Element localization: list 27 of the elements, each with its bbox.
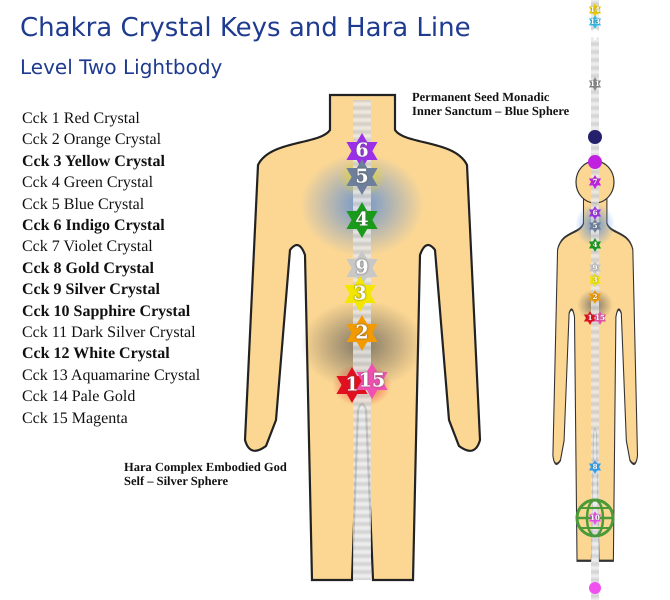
star-number: 1 [345, 374, 359, 396]
crystal-list-item: Cck 10 Sapphire Crystal [22, 302, 190, 320]
annotation-text: Permanent Seed Monadic Inner Sanctum – Blue Sphere [412, 91, 570, 118]
crystal-list-item: Cck 8 Gold Crystal [22, 260, 154, 278]
annotation-text: Hara Complex Embodied God Self – Silver Sphere [124, 461, 288, 488]
subtitle: Level Two Lightbody [20, 56, 222, 78]
crystal-list-item: Cck 2 Orange Crystal [22, 131, 162, 149]
star-number: 15 [358, 370, 386, 392]
crystal-list-item: Cck 6 Indigo Crystal [22, 217, 165, 235]
star-number: 5 [355, 166, 369, 188]
crystal-list-item: Cck 7 Violet Crystal [22, 238, 153, 256]
crystal-list-item: Cck 12 White Crystal [22, 345, 170, 363]
title: Chakra Crystal Keys and Hara Line [20, 14, 471, 43]
crystal-list-item: Cck 14 Pale Gold [22, 388, 136, 406]
star-number: 9 [355, 258, 369, 278]
star-number: 4 [355, 210, 369, 230]
crystal-list-item: Cck 3 Yellow Crystal [22, 152, 165, 170]
crystal-list-item: Cck 9 Silver Crystal [22, 281, 160, 299]
crystal-list-item: Cck 5 Blue Crystal [22, 196, 144, 214]
star-number: 3 [353, 284, 367, 304]
crystal-list-item: Cck 4 Green Crystal [22, 174, 154, 192]
star-number: 2 [355, 322, 369, 344]
crystal-list-item: Cck 1 Red Crystal [22, 110, 140, 128]
crystal-list-item: Cck 15 Magenta [22, 410, 128, 428]
star-number: 6 [355, 140, 369, 162]
crystal-list-item: Cck 11 Dark Silver Crystal [22, 324, 196, 342]
crystal-list-item: Cck 13 Aquamarine Crystal [22, 366, 200, 384]
